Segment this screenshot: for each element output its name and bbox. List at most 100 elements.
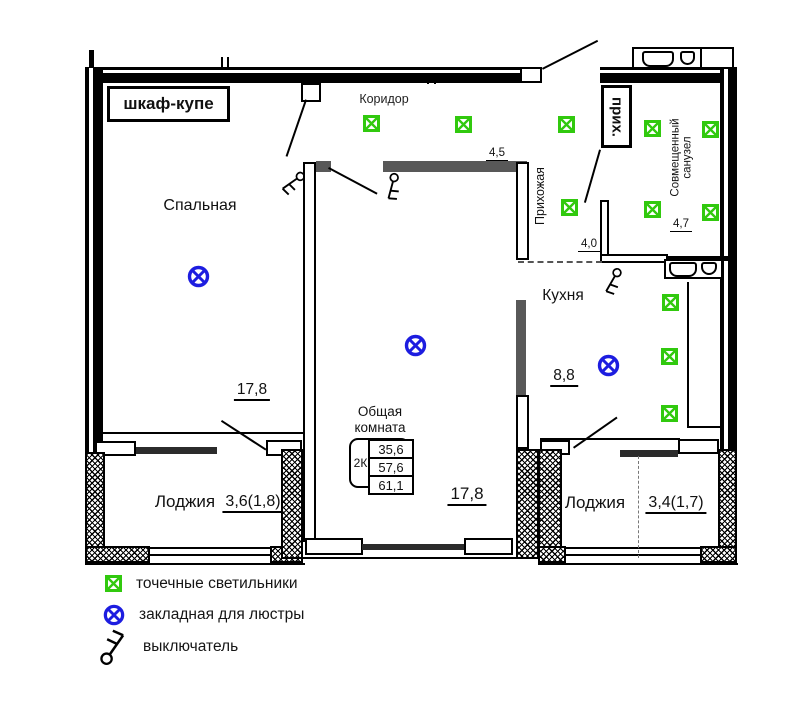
area-hallway: 4,0 xyxy=(578,238,600,252)
wall-living-right-lower xyxy=(516,395,529,449)
wall-living-right-upper xyxy=(516,162,529,260)
room-label-loggia-left: Лоджия xyxy=(154,492,216,511)
living-room-title: Общая комната xyxy=(354,404,406,435)
loggia-right-wall-bottom xyxy=(538,546,566,563)
outline xyxy=(281,557,539,559)
spot-light-icon xyxy=(362,114,381,138)
area-living: 17,8 xyxy=(447,484,487,506)
wall-top-right xyxy=(600,67,737,83)
partition-living-kitchen xyxy=(516,300,526,395)
spot-light-icon xyxy=(660,404,679,428)
spot-light-icon xyxy=(454,115,473,139)
bathroom-door-leaf xyxy=(583,149,601,203)
kitchen-counter-edge xyxy=(687,282,689,428)
spot-light-icon xyxy=(557,115,576,139)
spot-light-icon xyxy=(643,200,662,224)
glazing-line xyxy=(95,432,305,434)
wall-top-endcap xyxy=(520,67,542,83)
hallway-short-label-box: прих. xyxy=(601,85,632,148)
area-loggia-right: 3,4(1,7) xyxy=(645,494,707,514)
partition-cap xyxy=(316,161,331,172)
axis-tick xyxy=(434,74,436,84)
room-label-corridor: Коридор xyxy=(359,92,409,106)
loggia-right-window xyxy=(566,547,700,556)
area-kitchen: 8,8 xyxy=(550,367,578,387)
wardrobe-label: шкаф-купе xyxy=(123,94,214,113)
hallway-short-label: прих. xyxy=(608,96,625,137)
loggia-outline xyxy=(85,563,305,565)
wall-bathroom-bottom xyxy=(600,254,668,263)
glazing-line xyxy=(540,438,680,440)
partition-living-top xyxy=(383,161,527,172)
wall-bathroom-bottom-right xyxy=(666,256,737,261)
spot-light-icon xyxy=(643,119,662,143)
kitchen-counter-edge-bottom xyxy=(687,426,723,428)
switch-icon xyxy=(599,262,626,296)
legend-item-switch: выключатель xyxy=(98,629,238,666)
apartment-areas: 35,6 57,6 61,1 xyxy=(368,439,414,495)
apartment-living-area: 35,6 xyxy=(368,439,414,459)
kitchen-sink-bowl xyxy=(669,262,697,277)
apartment-total-area: 61,1 xyxy=(368,475,414,495)
wall-right xyxy=(720,67,737,565)
wall-block xyxy=(305,538,363,555)
spot-light-icon xyxy=(661,293,680,317)
room-label-bedroom: Спальная xyxy=(163,197,237,214)
wall-bathroom-left xyxy=(600,200,609,258)
apartment-type: 2К xyxy=(353,456,368,470)
sink-bowl-small xyxy=(680,51,695,65)
window-living xyxy=(362,544,465,550)
axis-tick xyxy=(427,74,429,84)
legend-label: выключатель xyxy=(143,638,239,656)
axis-tick xyxy=(227,57,229,68)
living-door-leaf xyxy=(328,167,378,195)
spot-light-icon xyxy=(701,203,720,227)
loggia-right-wall-right xyxy=(718,449,737,563)
room-label-bathroom: Совмещенный санузел xyxy=(669,118,694,197)
room-label-kitchen: Кухня xyxy=(542,287,584,304)
insulated-column xyxy=(281,449,303,559)
spot-light-icon xyxy=(660,347,679,371)
balcony-door-leaf-left xyxy=(220,420,267,451)
legend-label: точечные светильники xyxy=(136,574,298,592)
apartment-floor-area: 57,6 xyxy=(368,457,414,477)
room-label-loggia-right: Лоджия xyxy=(564,493,626,512)
loggia-divider-dashed xyxy=(638,456,639,558)
spot-light-icon xyxy=(560,198,579,222)
loggia-left-wall xyxy=(85,452,105,564)
spot-light-icon xyxy=(701,120,720,144)
loggia-outline xyxy=(538,563,738,565)
wall-block xyxy=(95,441,136,456)
counter-divider xyxy=(700,47,702,69)
wall-block xyxy=(678,439,719,454)
chandelier-icon xyxy=(403,333,428,363)
switch-icon xyxy=(98,629,130,666)
area-bathroom: 4,7 xyxy=(670,218,692,232)
wall-left xyxy=(85,67,103,452)
chandelier-icon xyxy=(186,264,211,294)
balcony-door-leaf-right xyxy=(573,416,618,449)
window-bedroom xyxy=(136,447,217,454)
wall-bedroom-living xyxy=(303,162,316,542)
bedroom-door-leaf xyxy=(285,99,307,157)
wall-stub-bedroom-door xyxy=(301,83,321,102)
dim-partition: 4,5 xyxy=(486,147,508,161)
axis-tick xyxy=(221,57,223,68)
wardrobe-label-box: шкаф-купе xyxy=(107,86,230,122)
wall-block xyxy=(464,538,513,555)
area-loggia-left: 3,6(1,8) xyxy=(222,493,284,513)
room-label-hallway: Прихожая xyxy=(533,167,547,225)
loggia-right-wall-corner xyxy=(700,546,737,563)
zone-boundary-dashed xyxy=(518,261,602,263)
area-bedroom: 17,8 xyxy=(233,381,271,401)
apartment-info-table: 2К 35,6 57,6 61,1 xyxy=(349,438,414,495)
wall-top xyxy=(88,67,520,83)
switch-icon xyxy=(374,166,408,205)
entrance-door-leaf xyxy=(542,39,599,70)
sink-bowl xyxy=(642,51,674,67)
switch-icon xyxy=(276,161,310,200)
chandelier-icon xyxy=(596,353,621,383)
loggia-left-wall-bottom xyxy=(85,546,150,563)
loggia-right-wall-left xyxy=(538,449,562,559)
